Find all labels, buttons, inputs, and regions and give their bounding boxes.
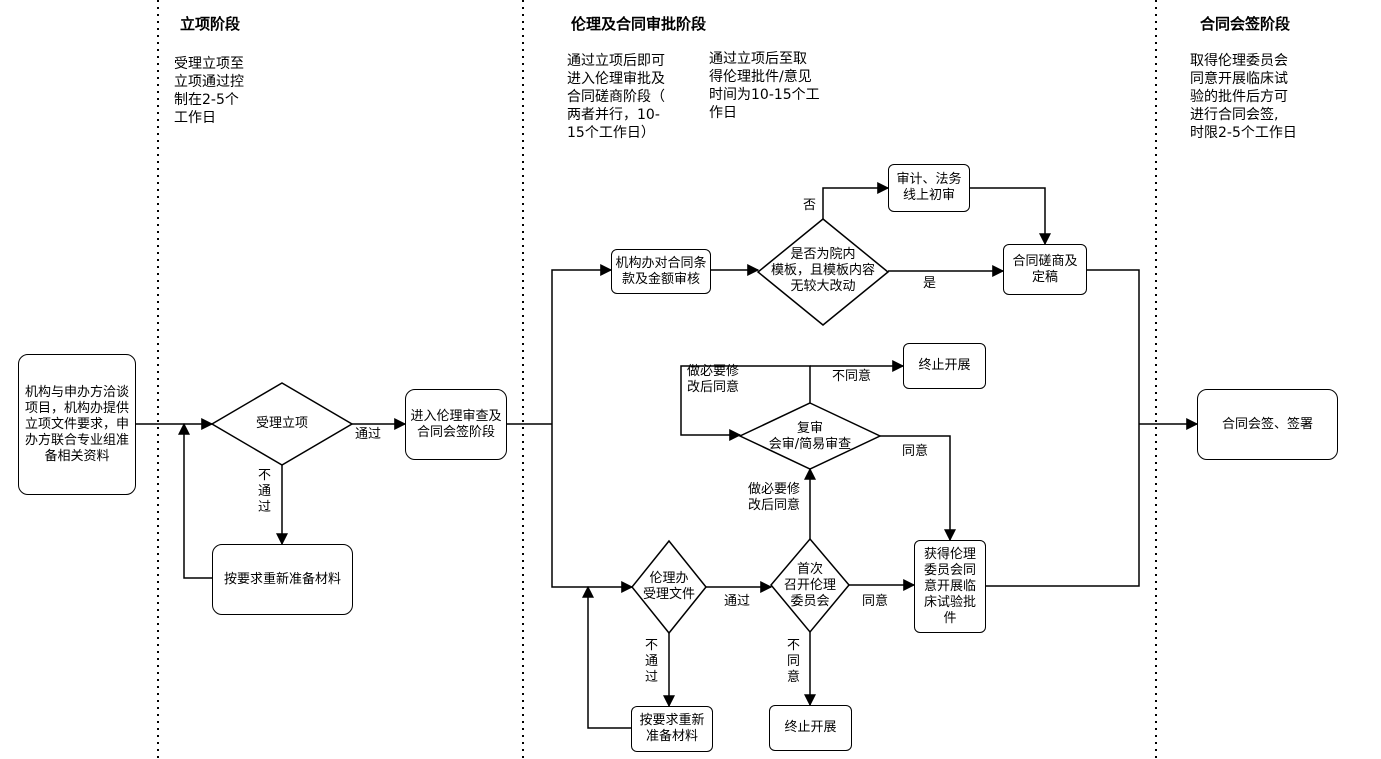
contract-sign-node: 合同会签、签署 xyxy=(1197,389,1338,460)
edge-label-modify-mid: 做必要修 改后同意 xyxy=(748,482,801,513)
stage-1-title: 立项阶段 xyxy=(180,15,241,33)
audit-legal-node: 审计、法务 线上初审 xyxy=(888,164,970,212)
edge-label-disagree-top: 不同意 xyxy=(832,369,872,384)
first-meeting-label: 首次 召开伦理 委员会 xyxy=(783,562,836,609)
edge-label-fail-1: 不 通 过 xyxy=(258,468,272,515)
edge-label-disagree-bottom: 不 同 意 xyxy=(787,638,801,685)
stage-2-note-b: 通过立项后至取 得伦理批件/意见 时间为10-15个工 作日 xyxy=(709,51,820,121)
edge-label-agree-first: 同意 xyxy=(862,594,889,609)
accept-project-label: 受理立项 xyxy=(255,416,308,431)
edge-label-yes: 是 xyxy=(923,276,937,291)
template-check-diamond xyxy=(756,218,890,326)
edge-recheck-agree xyxy=(880,435,956,542)
edge-label-pass-1: 通过 xyxy=(355,427,382,442)
terminate-node-top: 终止开展 xyxy=(903,343,986,389)
edge-finalize-to-merge xyxy=(1087,269,1140,424)
edge-to-contract-review xyxy=(551,264,613,424)
terminate-node-bottom: 终止开展 xyxy=(769,705,852,751)
edge-recheck-modify-loop xyxy=(680,365,811,441)
edge-label-fail-2: 不 通 过 xyxy=(645,638,659,685)
contract-review-node: 机构办对合同条 款及金额审核 xyxy=(611,249,711,294)
edge-label-no: 否 xyxy=(803,198,817,213)
reprepare-materials-node-2: 按要求重新 准备材料 xyxy=(631,706,713,752)
edge-label-modify-top: 做必要修 改后同意 xyxy=(687,364,740,395)
edge-label-pass-2: 通过 xyxy=(724,594,751,609)
edge-reprepare2-loop xyxy=(582,585,631,729)
stage-3-note: 取得伦理委员会 同意开展临床试 验的批件后方可 进行合同会签, 时限2-5个工作… xyxy=(1190,53,1297,141)
reprepare-materials-node-1: 按要求重新准备材料 xyxy=(212,544,353,615)
template-check-label: 是否为院内 模板，且模板内容 无较大改动 xyxy=(770,247,875,294)
edge-reprepare1-loop xyxy=(178,422,212,579)
stage-2-title: 伦理及合同审批阶段 xyxy=(571,15,707,33)
edge-approval-to-merge xyxy=(986,424,1140,587)
ethics-accept-label: 伦理办 受理文件 xyxy=(642,571,695,602)
start-node: 机构与申办方洽谈 项目，机构办提供 立项文件要求，申 办方联合专业组准 备相关资… xyxy=(18,354,136,495)
edge-label-agree-recheck: 同意 xyxy=(902,444,929,459)
stage-2-note-a: 通过立项后即可 进入伦理审批及 合同磋商阶段（ 两者并行，10- 15个工作日） xyxy=(567,53,665,141)
recheck-label: 复审 会审/简易审查 xyxy=(768,421,852,452)
enter-stage-node: 进入伦理审查及 合同会签阶段 xyxy=(405,389,507,460)
stage-1-note: 受理立项至 立项通过控 制在2-5个 工作日 xyxy=(174,56,244,126)
contract-finalize-node: 合同磋商及 定稿 xyxy=(1003,244,1087,295)
edge-to-ethics-accept xyxy=(551,424,634,593)
get-approval-node: 获得伦理 委员会同 意开展临 床试验批 件 xyxy=(914,540,986,633)
edge-audit-to-finalize xyxy=(970,187,1051,246)
stage-3-title: 合同会签阶段 xyxy=(1200,15,1291,33)
edge-check-no xyxy=(822,182,890,219)
